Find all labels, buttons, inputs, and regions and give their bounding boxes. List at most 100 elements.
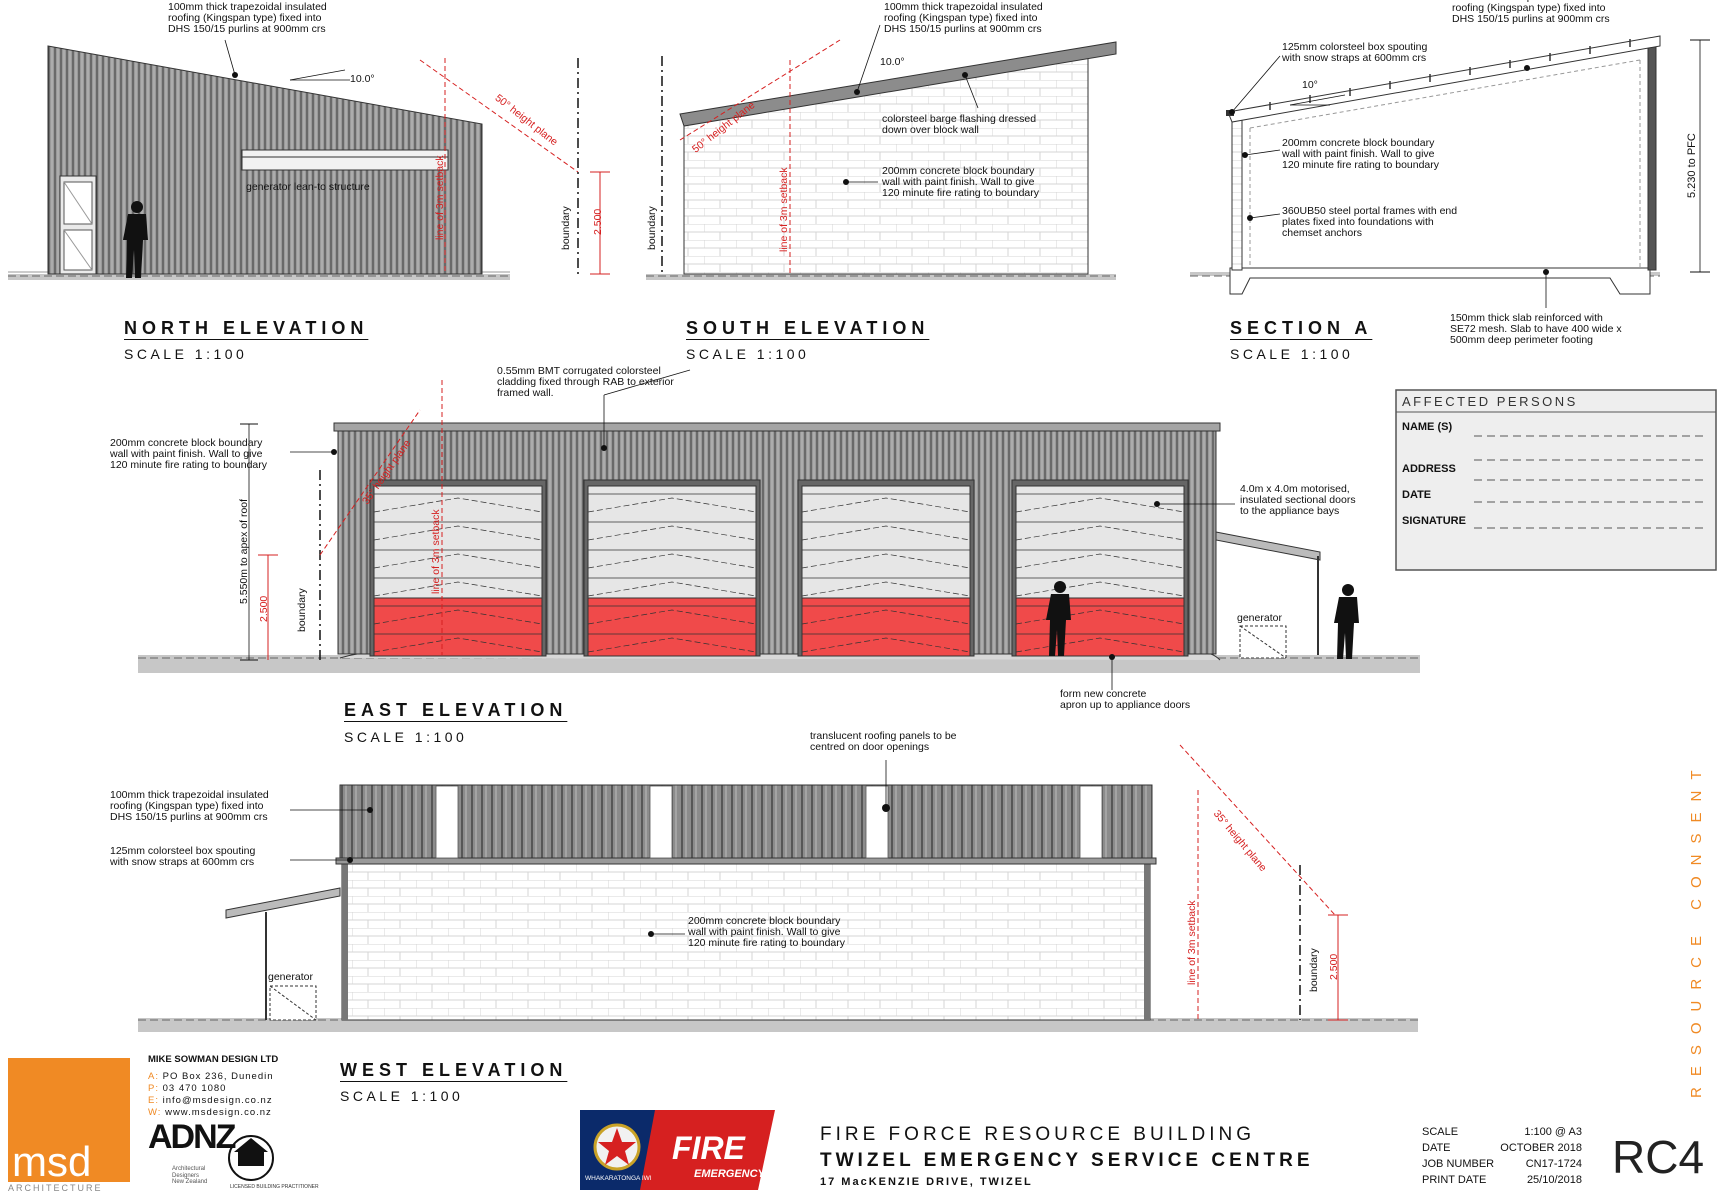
firm-contact: A: PO Box 236, Dunedin P: 03 470 1080 E:… [148, 1071, 274, 1118]
west-generator-label: generator [268, 971, 313, 983]
door-opening-chevron [801, 609, 971, 625]
sectional-door-3 [801, 485, 971, 599]
sectional-door-2 [587, 485, 757, 599]
door-opening-chevron [587, 609, 757, 625]
door-opening-chevron [587, 553, 757, 569]
adnz-logo: ADNZ [148, 1118, 236, 1156]
north-roof-note: 100mm thick trapezoidal insulated roofin… [168, 1, 327, 35]
section-scale: SCALE 1:100 [1230, 346, 1354, 362]
south-elevation-drawing [646, 24, 1117, 280]
fire-logo-maori: WHAKARATONGA IWI [585, 1175, 652, 1182]
east-dim: 2.500 [258, 595, 270, 622]
msd-logo-text: msd [12, 1138, 92, 1185]
sectional-door-1 [373, 485, 543, 599]
door-lower-panel-4 [1015, 597, 1185, 657]
project-line1: FIRE FORCE RESOURCE BUILDING [820, 1124, 1256, 1145]
north-scale: SCALE 1:100 [124, 346, 248, 362]
section-a-title: SECTION A [1230, 318, 1373, 338]
door-opening-chevron [801, 553, 971, 569]
door-opening-chevron [1015, 553, 1185, 569]
south-scale: SCALE 1:100 [686, 346, 810, 362]
east-cladding-note: 0.55mm BMT corrugated colorsteel claddin… [497, 365, 674, 399]
door-opening-chevron [587, 637, 757, 653]
section-pitch-label: 10° [1302, 79, 1318, 91]
door-opening-chevron [1015, 609, 1185, 625]
field-name: NAME (S) [1402, 421, 1453, 433]
east-elevation-title: EAST ELEVATION [344, 700, 568, 720]
door-opening-chevron [1015, 525, 1185, 541]
project-line2: TWIZEL EMERGENCY SERVICE CENTRE [820, 1150, 1314, 1171]
fire-logo-word: FIRE [672, 1130, 745, 1166]
sheet-number: RC4 [1612, 1131, 1705, 1183]
east-apron-note: form new concrete apron up to appliance … [1060, 688, 1191, 711]
lbp-logo-text: LICENSED BUILDING PRACTITIONER [230, 1184, 319, 1190]
north-boundary: boundary [560, 206, 572, 250]
east-scale: SCALE 1:100 [344, 729, 468, 745]
door-opening-chevron [801, 497, 971, 513]
section-spouting-note: 125mm colorsteel box spouting with snow … [1282, 41, 1428, 64]
door-opening-chevron [373, 525, 543, 541]
adnz-sub: Architectural Designers New Zealand [172, 1166, 208, 1185]
east-doors-note: 4.0m x 4.0m motorised, insulated section… [1240, 483, 1356, 517]
door-lower-panel-1 [373, 597, 543, 657]
east-boundary: boundary [296, 588, 308, 632]
field-signature: SIGNATURE [1402, 515, 1466, 527]
north-pitch-label: 10.0° [350, 73, 375, 85]
west-wall-note: 200mm concrete block boundary wall with … [688, 915, 846, 949]
east-setback: line of 3m setback [430, 509, 442, 594]
north-elevation-title: NORTH ELEVATION [124, 318, 369, 338]
door-opening-chevron [373, 609, 543, 625]
east-doors [369, 479, 1189, 657]
section-height-dim: 5.230 to PFC [1686, 133, 1698, 198]
project-line3: 17 MacKENZIE DRIVE, TWIZEL [820, 1176, 1033, 1188]
door-lower-panel-3 [801, 597, 971, 657]
section-portal-note: 360UB50 steel portal frames with end pla… [1282, 205, 1458, 239]
east-apex-dim: 5.550m to apex of roof [238, 498, 250, 604]
west-boundary: boundary [1308, 948, 1320, 992]
door-opening-chevron [1015, 637, 1185, 653]
west-scale: SCALE 1:100 [340, 1088, 464, 1104]
door-opening-chevron [373, 497, 543, 513]
west-elevation-drawing [138, 744, 1418, 1032]
firm-name: MIKE SOWMAN DESIGN LTD [148, 1054, 279, 1065]
south-wall-note: 200mm concrete block boundary wall with … [882, 165, 1040, 199]
affected-persons-header: AFFECTED PERSONS [1402, 394, 1578, 409]
east-elevation-drawing [138, 369, 1420, 690]
door-opening-chevron [587, 581, 757, 597]
section-roof-note: 100mm thick trapezoidal insulated roofin… [1452, 0, 1611, 25]
north-dim: 2.500 [592, 208, 604, 235]
west-dim: 2.500 [1328, 953, 1340, 980]
door-opening-chevron [373, 637, 543, 653]
door-opening-chevron [801, 637, 971, 653]
south-boundary: boundary [646, 206, 658, 250]
resource-consent-stamp: RESOURCE CONSENT [1688, 759, 1705, 1098]
door-opening-chevron [587, 497, 757, 513]
section-wall-note: 200mm concrete block boundary wall with … [1282, 137, 1440, 171]
west-setback: line of 3m setback [1186, 900, 1198, 985]
west-roof-note: 100mm thick trapezoidal insulated roofin… [110, 789, 269, 823]
door-lower-panel-2 [587, 597, 757, 657]
south-roof-note: 100mm thick trapezoidal insulated roofin… [884, 1, 1043, 35]
msd-logo-sub: ARCHITECTURE [8, 1183, 103, 1193]
door-opening-chevron [587, 525, 757, 541]
section-a-drawing [1190, 35, 1710, 308]
door-opening-chevron [373, 581, 543, 597]
north-generator-label: generator lean-to structure [246, 181, 370, 193]
door-opening-chevron [801, 581, 971, 597]
south-setback: line of 3m setback [778, 167, 790, 252]
east-generator-label: generator [1237, 612, 1282, 624]
east-wall-note: 200mm concrete block boundary wall with … [110, 437, 268, 471]
door-opening-chevron [1015, 581, 1185, 597]
title-block [8, 1058, 775, 1190]
door-opening-chevron [801, 525, 971, 541]
north-elevation-drawing [8, 39, 610, 280]
north-setback: line of 3m setback [434, 155, 446, 240]
west-spouting-note: 125mm colorsteel box spouting with snow … [110, 845, 256, 868]
section-slab-note: 150mm thick slab reinforced with SE72 me… [1450, 312, 1622, 346]
south-elevation-title: SOUTH ELEVATION [686, 318, 930, 338]
south-pitch-label: 10.0° [880, 56, 905, 68]
